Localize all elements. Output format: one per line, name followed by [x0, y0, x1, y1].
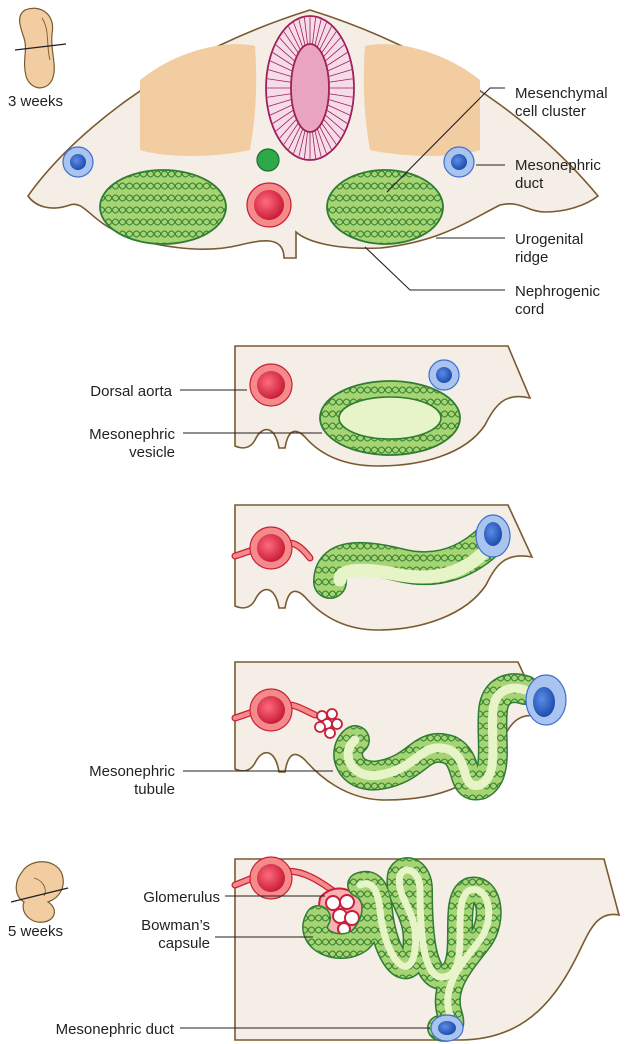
mesonephric-duct-3: [476, 515, 510, 557]
mesonephric-duct-right-3wk: [444, 147, 474, 177]
nephrogenic-cord-left: [100, 170, 226, 244]
mesonephric-duct-4: [526, 675, 566, 725]
week-3-label: 3 weeks: [8, 93, 63, 110]
mesonephric-duct-2: [429, 360, 459, 390]
notochord: [257, 149, 279, 171]
dorsal-aorta-label: Dorsal aorta: [90, 383, 172, 400]
mesonephric-duct-left-3wk: [63, 147, 93, 177]
dorsal-aorta-3: [250, 527, 292, 569]
dorsal-aorta-2: [250, 364, 292, 406]
nephrogenic-cord-right: [327, 170, 443, 244]
mesonephric-vesicle: [320, 381, 460, 455]
week-5-label: 5 weeks: [8, 923, 63, 940]
nephrogenic-cord-leader: [365, 247, 505, 290]
dorsal-aorta-4: [250, 689, 292, 731]
glomerulus-label: Glomerulus: [143, 889, 220, 906]
panel-3-weeks: 3 weeks: [8, 8, 608, 318]
somite-left: [140, 44, 256, 156]
dorsal-aorta-3wk: [247, 183, 291, 227]
embryo-5-weeks-icon: [11, 862, 68, 922]
panel-elongation: [235, 505, 532, 630]
neural-tube: [266, 16, 354, 160]
somite-right: [364, 44, 480, 156]
dorsal-aorta-5: [250, 857, 292, 899]
embryo-3-weeks-icon: [15, 8, 66, 88]
mesonephric-duct-5: [431, 1015, 463, 1041]
mesonephric-duct-label-bottom: Mesonephric duct: [56, 1021, 175, 1038]
